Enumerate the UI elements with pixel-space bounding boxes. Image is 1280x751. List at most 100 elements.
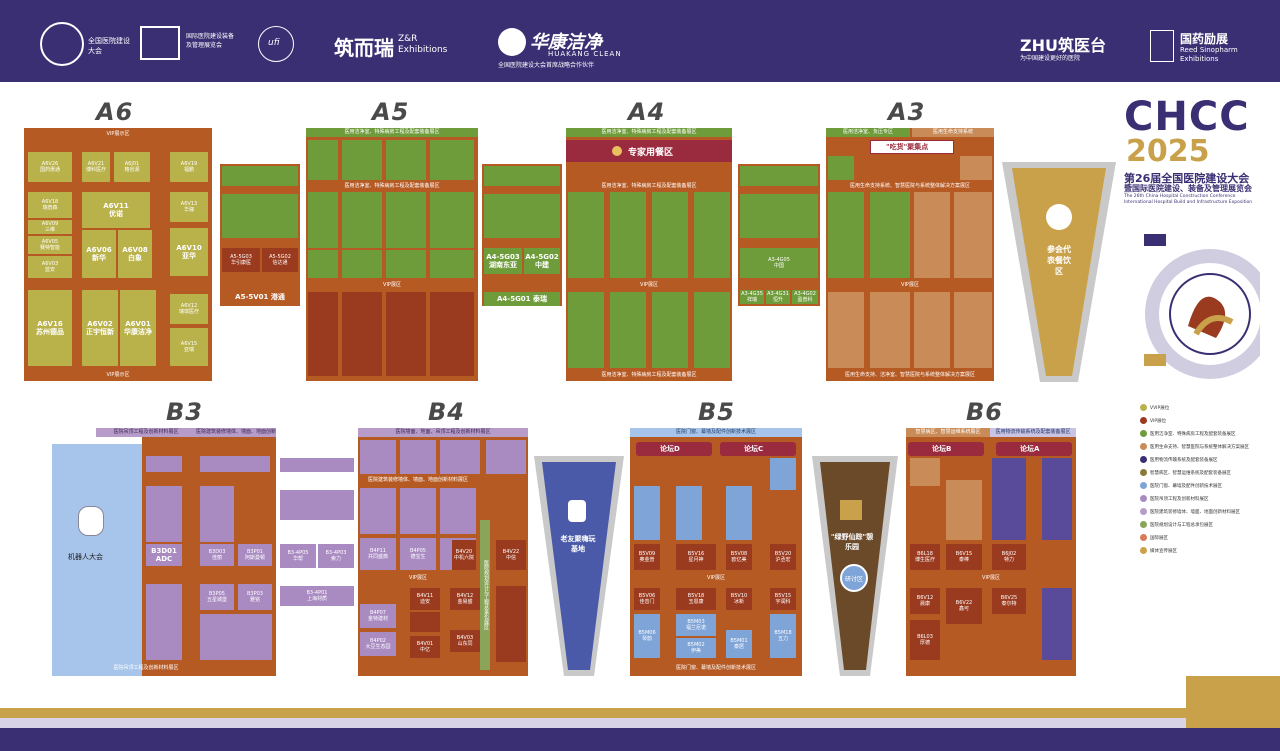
a4-booth-block-8[interactable] (694, 292, 730, 368)
booth-b3-4p03[interactable]: B3-4P03 索力 (318, 544, 354, 568)
workshop-zone[interactable] (840, 564, 868, 592)
forum-a[interactable] (996, 442, 1072, 456)
forum-c[interactable] (720, 442, 796, 456)
booth-b3-4p05[interactable]: B3-4P05 华帮 (280, 544, 316, 568)
booth-a6v13[interactable]: A6V13 华骊 (170, 192, 208, 222)
a4-annex-block-2[interactable] (484, 194, 560, 238)
booth-b4v20[interactable]: B4V20 中机六院 (452, 540, 476, 570)
b6-booth-block-4[interactable] (1042, 458, 1072, 540)
b3-4-block-2[interactable] (280, 490, 354, 520)
a3-booth-block-8[interactable] (870, 292, 910, 368)
b3-booth-block-5[interactable] (146, 584, 182, 660)
booth-b3p08[interactable]: B3P03 雅铭 (238, 584, 272, 610)
a4-booth-block-5[interactable] (568, 292, 604, 368)
booth-b4v22[interactable]: B4V22 中信 (496, 540, 526, 570)
forum-b[interactable] (908, 442, 984, 456)
booth-b5v18[interactable]: B5V18 玉恩康 (676, 588, 716, 610)
booth-a6v10[interactable]: A6V10 亚华 (170, 228, 208, 276)
booth-a6v03[interactable]: A6V03 蓝安 (28, 256, 72, 278)
booth-b6v12[interactable]: B6V12 晨康 (910, 588, 940, 614)
booth-a6v12[interactable]: A6V12 瑞琪医疗 (170, 294, 208, 324)
a5-booth-block-6[interactable] (342, 192, 382, 248)
a5-booth-block-14[interactable] (342, 292, 382, 376)
booth-b4v01[interactable]: B4V01 中亿 (410, 636, 440, 658)
b4-booth-block-7[interactable] (440, 488, 476, 534)
booth-b3d03[interactable]: B3D03 佳丽 (200, 544, 234, 566)
a5-booth-block-16[interactable] (430, 292, 474, 376)
a5-annex-block-1[interactable] (222, 166, 298, 186)
a3-annex-block-1[interactable] (740, 166, 818, 186)
booth-a4-5g02[interactable]: A4-5G02 中建 (524, 248, 560, 274)
a5-booth-block-4[interactable] (430, 140, 474, 180)
booth-a3-4g02[interactable]: A3-4G02 盈普科 (792, 290, 818, 304)
a3-booth-block-4[interactable] (870, 192, 910, 278)
booth-b5v15[interactable]: B5V15 宇润科 (770, 588, 796, 610)
booth-b5m03[interactable]: B5M03 福兰尼诺 (676, 614, 716, 636)
forum-d[interactable] (636, 442, 712, 456)
booth-b6l18[interactable]: B6L18 博生医疗 (910, 544, 940, 570)
a3-booth-block-3[interactable] (828, 192, 864, 278)
booth-a4-5g03[interactable]: A4-5G03 湖南东亚 (484, 248, 522, 274)
a3-annex-block-2[interactable] (740, 194, 818, 238)
a5-booth-block-1[interactable] (308, 140, 338, 180)
booth-a6v11[interactable]: A6V11 优诺 (82, 192, 150, 228)
booth-b5m01[interactable]: B5M01 泰居 (726, 630, 752, 658)
booth-a3-4g05[interactable]: A3-4G05 中国 (740, 248, 818, 278)
booth-b5m02[interactable]: B5M02 伊美 (676, 638, 716, 658)
b3-booth-block-4[interactable] (200, 486, 234, 542)
booth-b4p07[interactable]: B4P07 金特建材 (360, 604, 396, 628)
a3-booth-block-7[interactable] (828, 292, 864, 368)
robot-zone[interactable] (52, 444, 142, 676)
a3-booth-block-1[interactable] (828, 156, 854, 180)
booth-b3-4p01[interactable]: B3-4P01 上海材质 (280, 586, 354, 606)
b5-booth-block-1[interactable] (634, 486, 660, 540)
b3-booth-block-1[interactable] (146, 456, 182, 472)
snack-zone[interactable] (870, 140, 954, 154)
a4-booth-block-7[interactable] (652, 292, 688, 368)
booth-b5v09[interactable]: B5V09 奥金普 (634, 544, 660, 570)
booth-a6v16[interactable]: A6V16 苏州德品 (28, 290, 72, 366)
booth-b3d01[interactable]: B3D01 ADC (146, 544, 182, 566)
a4-booth-block-1[interactable] (568, 192, 604, 278)
booth-b5v16[interactable]: B5V16 星月神 (676, 544, 716, 570)
a4-booth-block-3[interactable] (652, 192, 688, 278)
booth-b5v20[interactable]: B5V20 沪丞宏 (770, 544, 796, 570)
b6-booth-block-1[interactable] (910, 458, 940, 486)
b4-booth-block-4[interactable] (486, 440, 526, 474)
b3-4-block-1[interactable] (280, 458, 354, 472)
b6-booth-block-3[interactable] (992, 458, 1026, 540)
booth-b3p07[interactable]: B3P05 五星城堡 (200, 584, 234, 610)
booth-a4-5g01[interactable]: A4-5G01 泰瑞 (484, 292, 560, 306)
a5-booth-block-15[interactable] (386, 292, 426, 376)
booth-a6v06[interactable]: A6V06 新华 (82, 230, 116, 278)
booth-b4v12[interactable]: B4V12 金易盛 (450, 588, 480, 610)
booth-a5-5g03[interactable]: A5-5G03 华引康医 (222, 248, 260, 272)
b4-booth-block-10[interactable] (496, 586, 526, 662)
a5-booth-block-11[interactable] (386, 250, 426, 278)
booth-b6j02[interactable]: B6J02 特力 (992, 544, 1026, 570)
booth-a6v08[interactable]: A6V08 白象 (118, 230, 152, 278)
booth-a5-5v01[interactable]: A5-5V01 港通 (235, 293, 285, 301)
b4-booth-block-3[interactable] (440, 440, 480, 474)
booth-a6v01[interactable]: A6V01 华康洁净 (120, 290, 156, 366)
b3-booth-block-6[interactable] (200, 614, 272, 660)
booth-a6v19[interactable]: A6V19 福鹏 (170, 152, 208, 182)
booth-b4p11[interactable]: B4P11 共同盛典 (360, 538, 396, 570)
b5-booth-block-2[interactable] (676, 486, 702, 540)
a5-booth-block-5[interactable] (308, 192, 338, 248)
a4-booth-block-2[interactable] (610, 192, 646, 278)
b5-booth-block-3[interactable] (726, 486, 752, 540)
booth-b4p05[interactable]: B4P05 德宝生 (400, 538, 436, 570)
a3-booth-block-10[interactable] (954, 292, 992, 368)
b3-booth-block-2[interactable] (200, 456, 270, 472)
attendee-dining-zone[interactable] (1002, 162, 1116, 382)
booth-b5m18[interactable]: B5M18 五力 (770, 614, 796, 658)
booth-a6v18[interactable]: A6V18 瑞普森 (28, 192, 72, 218)
booth-b5m06[interactable]: B5M06 琴韵 (634, 614, 660, 658)
a5-booth-block-12[interactable] (430, 250, 474, 278)
booth-a6v21[interactable]: A6V21 博科医疗 (82, 152, 110, 182)
a4-annex-block-1[interactable] (484, 166, 560, 186)
booth-a6v02[interactable]: A6V02 正宇恒新 (82, 290, 118, 366)
booth-b3p01[interactable]: B3P01 阿斯曼顿 (238, 544, 272, 566)
b4-booth-block-6[interactable] (400, 488, 436, 534)
